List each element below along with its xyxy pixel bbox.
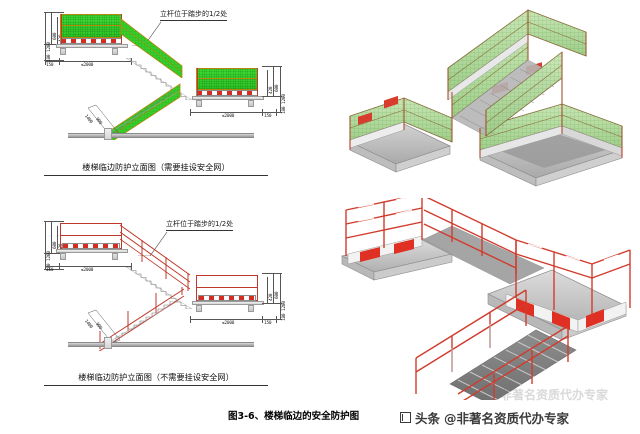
dim-420-right-bottom: 420 (268, 293, 274, 301)
dim-150-left-bottom: 150 (46, 267, 54, 273)
net-panel-right-landing-top (196, 68, 258, 90)
stair-base-top (104, 128, 112, 140)
watermark-bar: 头条 @非著名资质代办专家 (400, 408, 569, 427)
dim-180-right-top: 180 (281, 106, 287, 114)
kickboard-right-landing-bottom (198, 295, 256, 301)
render-3d-without-net (330, 193, 640, 405)
stair-treads-lower-top (103, 91, 186, 137)
dim-150-right-bottom: 150 (264, 320, 272, 326)
annotation-post-position-bottom: 立杆位于踏步的1/2处 (166, 219, 234, 231)
landing-pier-right-b-bottom (248, 305, 254, 312)
dim-150-left-top: 150 (46, 62, 54, 68)
ground-line-bottom (68, 342, 254, 347)
dim-right-vertical-group-bottom: 1200 600 420 180 (262, 273, 287, 321)
dim-600-left-bottom: 600 (52, 241, 58, 249)
dim-150-right-top: 150 (264, 113, 272, 119)
dim-1200-right-bottom: 1200 (281, 301, 287, 311)
landing-pier-right-a-top (196, 100, 202, 107)
dim-2000-left-top: ≤2000 (81, 62, 94, 68)
elevation-with-net: 立杆位于踏步的1/2处 1200 600 420 180 (0, 0, 320, 195)
dim-600-right-bottom: 600 (274, 291, 280, 299)
annotation-post-position-top: 立杆位于踏步的1/2处 (160, 9, 228, 21)
landing-pier-left-b-top (112, 48, 118, 55)
dim-420-right-top: 420 (268, 86, 274, 94)
net-panel-slope-upper-top (120, 16, 200, 79)
dim-1200-left-bottom: 1200 (46, 251, 52, 261)
watermark-platform: 头条 (415, 411, 441, 426)
dim-180-right-bottom: 180 (281, 313, 287, 321)
dim-1200-left-top: 1200 (46, 42, 52, 52)
render-3d-with-net (330, 0, 640, 250)
dim-2000-right-bottom: ≤2000 (222, 320, 235, 326)
figure-title: 图3-6、楼梯临边的安全防护图 (228, 411, 360, 422)
rail-slope-upper-bottom (118, 223, 208, 291)
rail-midbar-left-bottom (60, 235, 122, 236)
dim-right-horizontal-group-top: ≤2000 150 (186, 108, 282, 120)
toutiao-logo-icon (400, 412, 411, 423)
elevation-without-net: 立杆位于踏步的1/2处 1200 600 420 180 (0, 205, 320, 400)
dim-left-vertical-group-bottom: 1200 600 420 180 (44, 221, 66, 271)
dim-2000-right-top: ≤2000 (222, 113, 235, 119)
landing-slab-right-top (192, 96, 264, 100)
dim-1200-right-top: 1200 (281, 94, 287, 104)
net-panel-left-landing-top (60, 14, 122, 38)
landing-slab-left-top (56, 44, 128, 48)
stair-treads-upper-bottom (125, 266, 198, 310)
rail-midbar-right-bottom (196, 287, 258, 288)
caption-with-net: 楼梯临边防护立面图（需要挂设安全网） (44, 161, 268, 176)
dim-600-left-top: 600 (52, 32, 58, 40)
net-panel-right-midrail-top (196, 78, 258, 79)
rail-post-left-a-top (60, 14, 62, 44)
stair-base-bottom (104, 337, 112, 349)
dim-right-vertical-group-top: 1200 600 420 180 (262, 66, 287, 114)
landing-slab-left-bottom (56, 249, 128, 253)
rail-post-right-a-top (196, 68, 198, 96)
landing-pier-left-b-bottom (112, 253, 118, 260)
watermark-handle: @非著名资质代办专家 (444, 411, 570, 426)
caption-without-net: 楼梯临边防护立面图（不需要挂设安全网） (44, 371, 268, 386)
watermark-faint: 非著名资质代办专家 (500, 388, 609, 402)
dim-left-horizontal-group-bottom: 150 ≤2000 (45, 262, 135, 274)
landing-pier-left-a-bottom (60, 253, 66, 260)
landing-pier-left-a-top (60, 48, 66, 55)
stair-treads-lower-bottom (103, 300, 186, 346)
landing-pier-right-a-bottom (196, 305, 202, 312)
dim-right-horizontal-group-bottom: ≤2000 150 (186, 315, 282, 327)
dim-600-right-top: 600 (274, 84, 280, 92)
dim-2000-left-bottom: ≤2000 (81, 267, 94, 273)
dim-left-vertical-group-top: 1200 600 420 180 (44, 12, 66, 62)
ground-line-top (68, 133, 254, 138)
rail-post-right-b-top (256, 68, 258, 96)
net-panel-left-midrail-top (60, 25, 122, 26)
kickboard-left-landing-bottom (62, 243, 120, 249)
landing-pier-right-b-top (248, 100, 254, 107)
